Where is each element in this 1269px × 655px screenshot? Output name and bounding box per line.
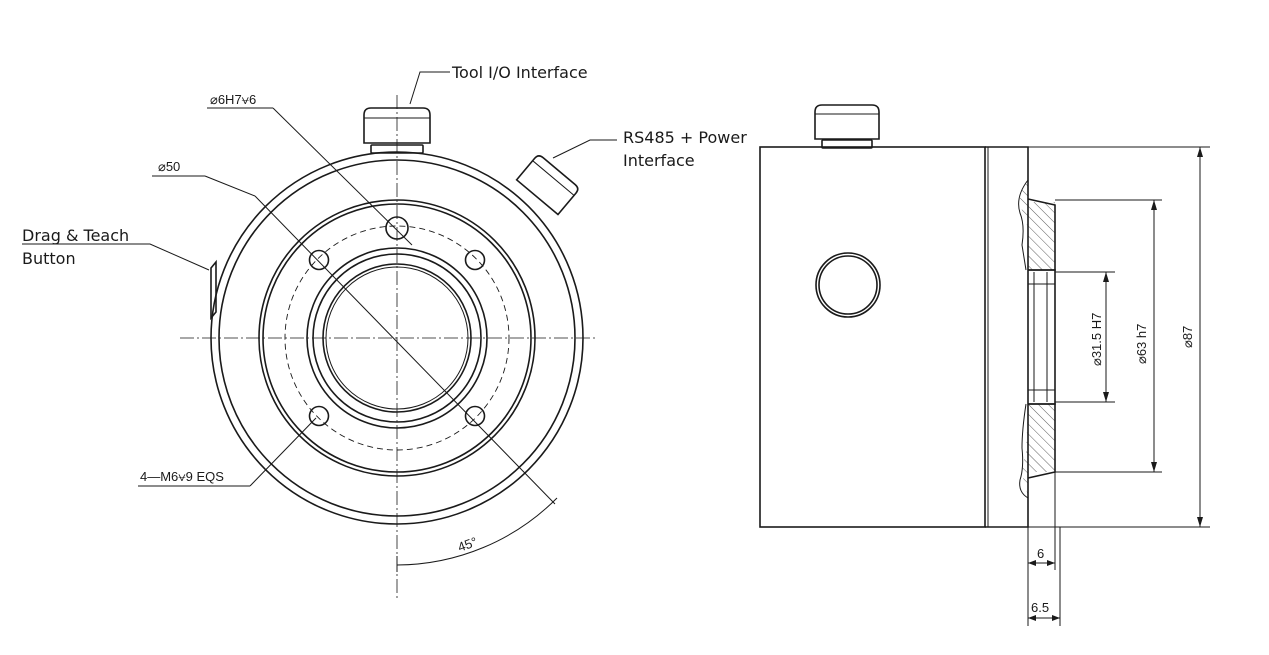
- angle-arc: [396, 497, 558, 566]
- side-view-dimensions: ⌀31.5 H7 ⌀63 h7 ⌀87 6 6.5: [1027, 146, 1210, 626]
- section-hatch-upper: [1020, 147, 1055, 270]
- hole-6h7-dimension: ⌀6H7⩝6: [210, 92, 256, 107]
- side-body: [759, 146, 986, 528]
- inner-ring-mid: [312, 253, 482, 423]
- outer-body-circle: [210, 151, 584, 525]
- front-view-labels: Tool I/O Interface RS485 + Power Interfa…: [22, 63, 747, 555]
- tool-io-label: Tool I/O Interface: [451, 63, 588, 82]
- flange-inner-circle: [262, 203, 532, 473]
- side-view: [759, 104, 1056, 528]
- bolt-circle: [284, 225, 510, 451]
- bore-inner-circle: [325, 266, 469, 410]
- dia-87-dimension: ⌀87: [1180, 326, 1195, 348]
- angle-45-dimension: 45°: [456, 534, 480, 555]
- thread-m6-dimension: 4—M6⩝9 EQS: [140, 469, 224, 484]
- dia-31-5-dimension: ⌀31.5 H7: [1089, 313, 1104, 366]
- rs485-label-line2: Interface: [623, 151, 695, 170]
- locating-hole-6h7: [385, 216, 409, 240]
- front-view: [180, 95, 598, 600]
- dia-50-dimension: ⌀50: [158, 159, 180, 174]
- rs485-connector: [515, 155, 579, 216]
- outer-body-inner-circle: [218, 159, 576, 517]
- hole-6h7-leader: [272, 107, 413, 246]
- section-hatch-lower: [1022, 404, 1055, 495]
- drag-teach-button-shape: [210, 259, 217, 321]
- diagonal-leader: [254, 195, 556, 505]
- inner-ring-outer: [306, 247, 488, 429]
- dia-63-dimension: ⌀63 h7: [1134, 324, 1149, 364]
- tool-io-leader: [409, 71, 450, 105]
- len-6-dimension: 6: [1037, 546, 1044, 561]
- rs485-label-line1: RS485 + Power: [623, 128, 747, 147]
- drag-teach-label-line2: Button: [22, 249, 76, 268]
- tool-io-connector: [363, 107, 431, 154]
- m6-hole-top-left: [308, 249, 330, 271]
- drag-teach-leader: [22, 243, 210, 271]
- len-6-5-dimension: 6.5: [1031, 600, 1049, 615]
- side-drag-button-outer: [815, 252, 881, 318]
- m6-hole-top-right: [464, 249, 486, 271]
- side-top-connector: [814, 104, 880, 149]
- flange-circle: [258, 199, 536, 477]
- rs485-leader: [552, 139, 617, 159]
- drag-teach-label-line1: Drag & Teach: [22, 226, 129, 245]
- side-flange: [985, 146, 1029, 528]
- bore-circle: [322, 263, 472, 413]
- m6-hole-bottom-left: [308, 405, 330, 427]
- side-drag-button-inner: [818, 255, 878, 315]
- m6-hole-bottom-right: [464, 405, 486, 427]
